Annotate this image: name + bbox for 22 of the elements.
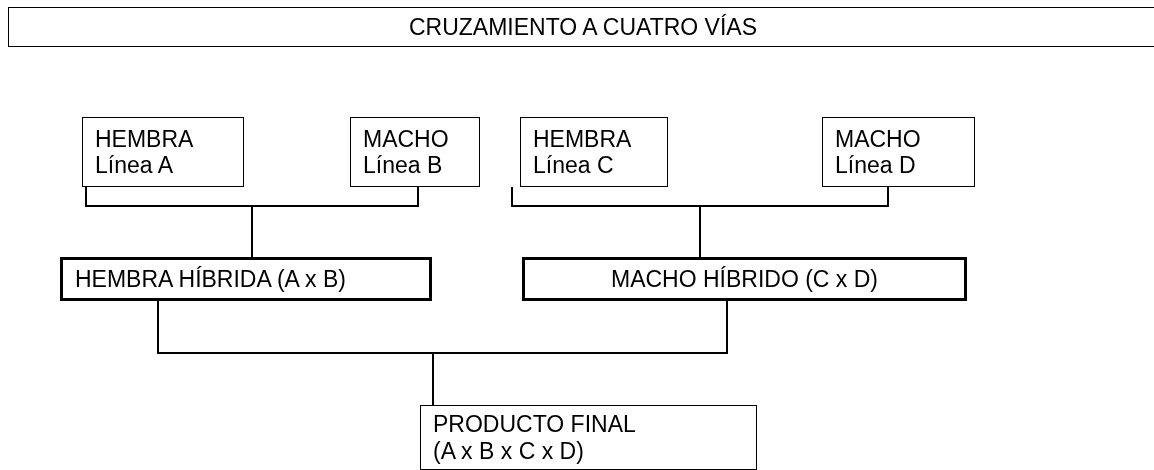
cross-box: [60, 257, 432, 301]
box-heading: HEMBRA: [95, 125, 194, 152]
box-heading: HEMBRA: [533, 125, 632, 152]
box-subtext: (A x B x C x D): [433, 437, 584, 464]
connector-line: [251, 186, 419, 258]
box-heading: MACHO: [835, 125, 921, 152]
box-subtext: Línea B: [363, 152, 443, 179]
connector-line: [699, 186, 889, 258]
cross-box: [522, 257, 967, 301]
box-subtext: Línea A: [95, 152, 174, 179]
cross-box: [350, 117, 480, 187]
box-subtext: Línea C: [533, 152, 614, 179]
box-subtext: Línea D: [835, 152, 916, 179]
cross-box: [420, 405, 757, 470]
cross-box: [520, 117, 668, 187]
title-banner: CRUZAMIENTO A CUATRO VÍAS: [8, 7, 1154, 47]
cross-box: [82, 117, 244, 187]
box-heading: PRODUCTO FINAL: [433, 411, 636, 438]
box-heading: MACHO: [363, 125, 449, 152]
cross-box: [822, 117, 975, 187]
box-heading: MACHO HÍBRIDO (C x D): [610, 265, 879, 293]
box-heading: HEMBRA HÍBRIDA (A x B): [75, 265, 346, 293]
